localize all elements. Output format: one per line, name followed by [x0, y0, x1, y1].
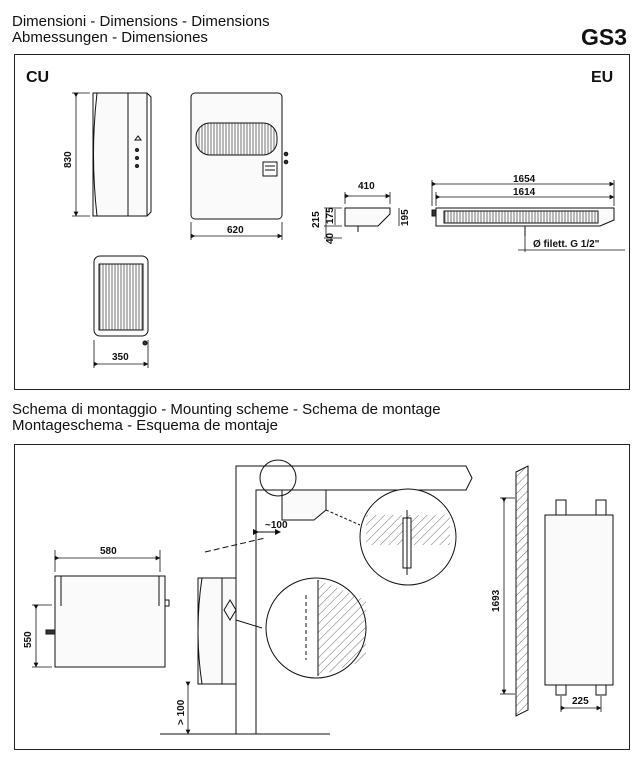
eu-front-view — [431, 207, 615, 236]
mounting-heading-line1: Schema di montaggio - Mounting scheme - … — [12, 401, 441, 418]
cu-height-dimension — [72, 92, 90, 217]
bracket-height-label: 550 — [23, 631, 34, 648]
cu-label: CU — [26, 69, 49, 86]
rail-wall — [515, 465, 529, 717]
eu-label: EU — [591, 69, 613, 86]
cu-width-dimension — [190, 222, 283, 240]
eu-h4-label: 195 — [400, 209, 411, 226]
eu-mounted — [253, 459, 361, 535]
eu-len1-label: 1654 — [513, 174, 536, 185]
model-code: GS3 — [580, 24, 627, 50]
cu-height-label: 830 — [63, 151, 74, 168]
cu-depth-label: 350 — [112, 352, 129, 363]
dimensions-heading-line1: Dimensioni - Dimensions - Dimensions — [12, 13, 270, 30]
eu-rear-view — [544, 499, 614, 696]
eu-h2-label: 175 — [325, 207, 336, 224]
bracket-front-view — [45, 575, 170, 668]
eu-drain-label: Ø filett. G 1/2" — [533, 239, 600, 250]
mounting-heading: Schema di montaggio - Mounting scheme - … — [12, 402, 441, 434]
cu-mounted — [197, 537, 266, 685]
dimensions-heading-line2: Abmessungen - Dimensiones — [12, 29, 208, 46]
eu-depth-label: 410 — [358, 181, 375, 192]
rail-dimensions — [500, 497, 602, 712]
eu-side-dimensions — [324, 192, 400, 239]
wall-detail — [265, 577, 367, 679]
eu-side-view — [344, 207, 391, 232]
eu-clearance-label: ~100 — [265, 520, 288, 531]
cu-front-view — [190, 92, 289, 220]
floor-clearance-label: > 100 — [176, 699, 187, 725]
cu-depth-dimension — [93, 340, 149, 368]
bracket-dimensions — [32, 550, 161, 668]
mounting-panel — [14, 444, 630, 750]
rail-width-label: 225 — [572, 696, 589, 707]
eu-length-dimensions — [431, 180, 625, 252]
cu-side-view — [92, 92, 152, 217]
dimensions-panel — [14, 54, 630, 390]
eu-h1-label: 215 — [311, 211, 322, 228]
ceiling-detail — [359, 488, 457, 586]
rail-height-label: 1693 — [491, 589, 502, 612]
eu-len2-label: 1614 — [513, 187, 536, 198]
cu-width-label: 620 — [227, 225, 244, 236]
bracket-width-label: 580 — [100, 546, 117, 557]
mounting-heading-line2: Montageschema - Esquema de montaje — [12, 417, 278, 434]
dimensions-heading: Dimensioni - Dimensions - Dimensions Abm… — [12, 14, 270, 46]
cu-top-view — [93, 255, 149, 346]
eu-h3-label: 40 — [325, 232, 336, 244]
